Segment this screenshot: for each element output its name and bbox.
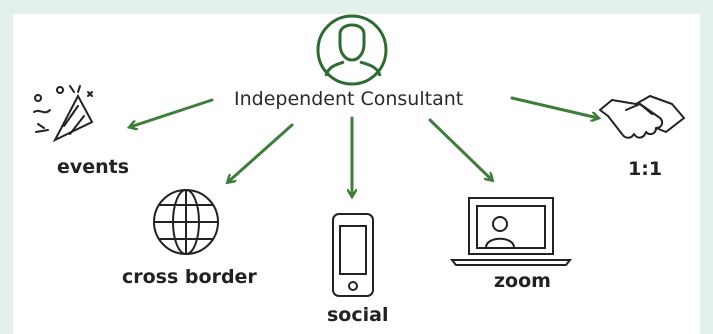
smartphone-icon [332,213,374,297]
node-label-one-to-one: 1:1 [628,158,663,180]
laptop-video-call-icon [449,197,573,266]
center-label: Independent Consultant [234,88,464,110]
node-label-social: social [327,304,389,326]
arrow-to-zoom [428,118,492,180]
handshake-icon [599,95,685,139]
globe-icon [153,189,219,255]
node-label-cross-border: cross border [122,266,257,288]
node-label-zoom: zoom [494,270,551,292]
diagram-panel [13,14,700,334]
arrow-to-one-to-one [510,96,598,118]
arrow-to-events [130,98,214,127]
party-popper-icon [33,85,94,143]
arrows [130,96,598,196]
arrow-to-cross-border [228,123,294,182]
node-label-events: events [57,156,130,178]
person-icon [316,14,388,86]
